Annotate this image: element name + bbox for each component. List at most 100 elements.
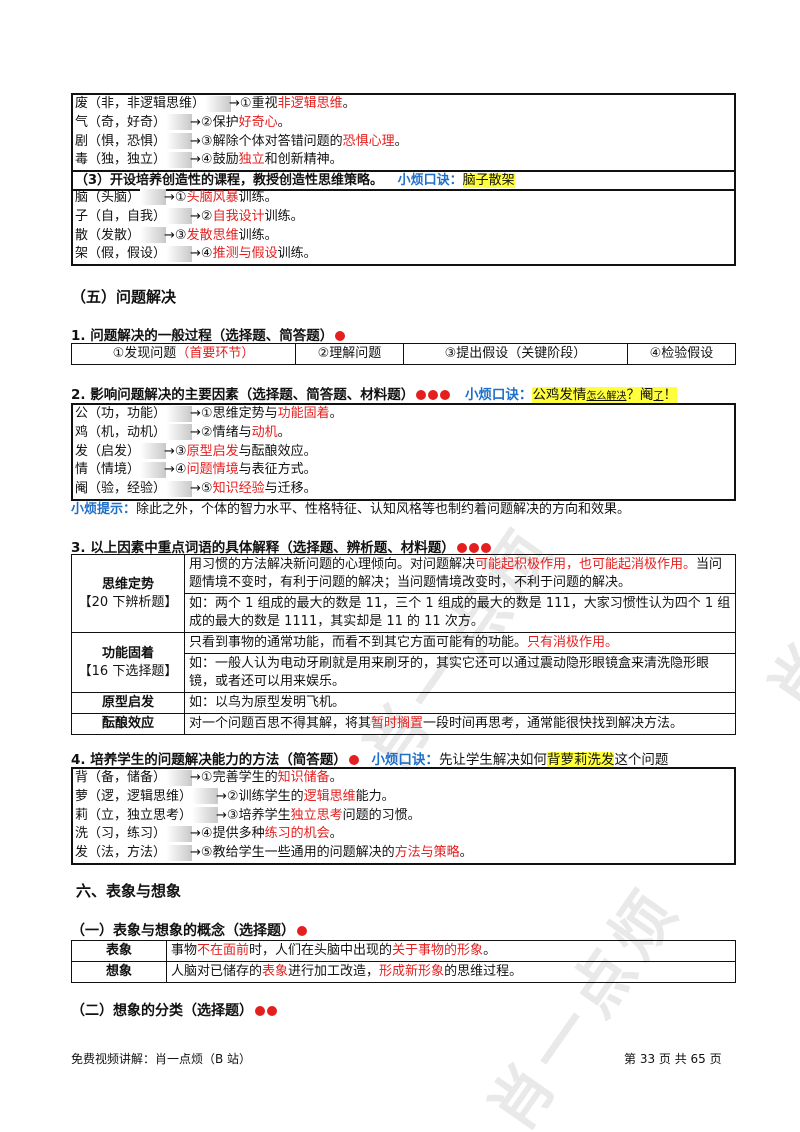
- arrow-shade: [192, 788, 219, 805]
- mnemonic-row: 架（假，假设）→④推测与假设训练。: [73, 245, 734, 264]
- mnemonic-key: 子（自，自我）: [75, 208, 167, 224]
- subsection-title: （二）想象的分类（选择题）: [71, 1000, 277, 1020]
- arrow-shade: [140, 189, 167, 206]
- arrow-icon: →: [190, 845, 201, 861]
- arrow-icon: →: [190, 770, 201, 785]
- arrow-shade: [140, 227, 167, 244]
- mnemonic-key: 洗（习，练习）: [75, 826, 167, 842]
- arrow-shade: [166, 825, 193, 842]
- mnemonic-box-factors: 公（功，功能）→①思维定势与功能固着。鸡（机，动机）→②情绪与动机。发（启发）→…: [71, 403, 736, 501]
- arrow-shade: [166, 769, 193, 786]
- mnemonic-row: 气（奇，好奇）→②保护好奇心。: [73, 114, 734, 133]
- mnemonic-key: 架（假，假设）: [75, 246, 167, 262]
- arrow-shade: [166, 480, 193, 497]
- arrow-icon: →: [190, 481, 201, 497]
- definition-cell: 对一个问题百思不得其解，将其暂时搁置一段时间再思考，通常能很快找到解决方法。: [184, 713, 736, 735]
- term-cell: 表象: [71, 940, 167, 962]
- arrow-shade: [192, 807, 219, 824]
- subsection-title: （一）表象与想象的概念（选择题）: [71, 920, 307, 940]
- page-number: 第 33 页 共 65 页: [624, 1052, 722, 1066]
- importance-dot: [335, 331, 346, 341]
- mnemonic-key: 发（启发）: [75, 443, 141, 459]
- arrow-shade: [166, 844, 193, 861]
- footer-left: 免费视频讲解：肖一点烦（B 站）: [71, 1052, 252, 1066]
- arrow-icon: →: [164, 443, 175, 459]
- definition-cell: 事物不在面前时，人们在头脑中出现的关于事物的形象。: [166, 940, 736, 962]
- mnemonic-key: 散（发散）: [75, 227, 141, 243]
- arrow-shade: [205, 95, 232, 112]
- mnemonic-row: 脑（头脑）→①头脑风暴训练。: [73, 189, 734, 208]
- arrow-shade: [140, 443, 167, 460]
- mnemonic-row: 散（发散）→③发散思维训练。: [73, 227, 734, 246]
- definition-cell: 人脑对已储存的表象进行加工改造，形成新形象的思维过程。: [166, 961, 736, 983]
- arrow-shade: [166, 245, 193, 262]
- process-step-cell: ④检验假设: [626, 343, 737, 365]
- mnemonic-row: 情（情境）→④问题情境与表征方式。: [73, 461, 734, 480]
- subsection-title: 4. 培养学生的问题解决能力的方法（简答题） 小烦口诀：先让学生解决如何背萝莉洗…: [71, 752, 669, 768]
- arrow-icon: →: [190, 152, 201, 168]
- term-cell: 酝酿效应: [71, 713, 185, 735]
- arrow-shade: [166, 133, 193, 150]
- arrow-icon: →: [190, 133, 201, 149]
- arrow-shade: [166, 424, 193, 441]
- box-header: （3）开设培养创造性的课程，教授创造性思维策略。 小烦口诀：脑子散架: [73, 170, 734, 189]
- definition-cell: 只看到事物的通常功能，而看不到其它方面可能有的功能。只有消极作用。: [184, 632, 736, 654]
- mnemonic-row: 毒（独，独立）→④鼓励独立和创新精神。: [73, 151, 734, 170]
- box-header-title: （3）开设培养创造性的课程，教授创造性思维策略。: [75, 173, 384, 189]
- arrow-icon: →: [190, 114, 201, 130]
- mnemonic-row: 阉（验，经验）→⑤知识经验与迁移。: [73, 480, 734, 499]
- watermark: 肖一点烦: [474, 872, 695, 1132]
- definition-cell: 用习惯的方法解决新问题的心理倾向。对问题解决可能起积极作用，也可能起消极作用。当…: [184, 554, 736, 594]
- mnemonic-key: 剧（惧，恐惧）: [75, 133, 167, 149]
- mnemonic-row: 背（备，储备）→①完善学生的知识储备。: [73, 769, 734, 788]
- watermark: 肖一点烦: [754, 452, 800, 724]
- mnemonic-row: 废（非，非逻辑思维）→①重视非逻辑思维。: [73, 95, 734, 114]
- mnemonic-key: 气（奇，好奇）: [75, 114, 167, 130]
- mnemonic-row: 鸡（机，动机）→②情绪与动机。: [73, 424, 734, 443]
- example-cell: 如：一般人认为电动牙刷就是用来刷牙的，其实它还可以通过震动隐形眼镜盒来清洗隐形眼…: [184, 653, 736, 693]
- process-step-cell: ③提出假设（关键阶段）: [402, 343, 628, 365]
- arrow-icon: →: [164, 462, 175, 478]
- section-title: （五）问题解决: [71, 288, 177, 306]
- process-step-cell: ①发现问题（首要环节）: [71, 343, 296, 365]
- mnemonic-key: 鸡（机，动机）: [75, 424, 167, 440]
- mnemonic-key: 脑（头脑）: [75, 189, 141, 205]
- process-step-cell: ②理解问题: [294, 343, 404, 365]
- arrow-shade: [166, 208, 193, 225]
- mnemonic-label: 小烦口诀：: [371, 752, 439, 768]
- subsection-title: 2. 影响问题解决的主要因素（选择题、简答题、材料题） 小烦口诀：公鸡发情怎么解…: [71, 387, 677, 403]
- mnemonic-row: 公（功，功能）→①思维定势与功能固着。: [73, 405, 734, 424]
- arrow-icon: →: [164, 189, 175, 205]
- subsection-title: 3. 以上因素中重点词语的具体解释（选择题、辨析题、材料题）: [71, 536, 491, 556]
- mnemonic-key: 萝（逻，逻辑思维）: [75, 788, 193, 804]
- arrow-icon: →: [229, 96, 240, 111]
- terms-table: 思维定势【20 下辨析题】 用习惯的方法解决新问题的心理倾向。对问题解决可能起积…: [71, 554, 736, 735]
- mnemonic-label: 小烦口诀：: [464, 387, 533, 403]
- subsection-title: 1. 问题解决的一般过程（选择题、简答题）: [71, 324, 346, 344]
- mnemonic-key: 莉（立，独立思考）: [75, 807, 193, 823]
- example-cell: 如：两个 1 组成的最大的数是 11，三个 1 组成的最大的数是 111，大家习…: [184, 593, 736, 633]
- arrow-icon: →: [190, 208, 201, 224]
- mnemonic-row: 发（法，方法）→⑤教给学生一些通用的问题解决的方法与策略。: [73, 844, 734, 863]
- chapter-title: 六、表象与想象: [76, 882, 182, 900]
- mnemonic-row: 发（启发）→③原型启发与酝酿效应。: [73, 443, 734, 462]
- arrow-icon: →: [190, 424, 201, 440]
- arrow-icon: →: [216, 788, 227, 804]
- mnemonic-text: 脑子散架: [462, 173, 515, 189]
- mnemonic-row: 萝（逻，逻辑思维）→②训练学生的逻辑思维能力。: [73, 788, 734, 807]
- arrow-icon: →: [164, 227, 175, 243]
- mnemonic-key: 背（备，储备）: [75, 770, 167, 785]
- mnemonic-key: 废（非，非逻辑思维）: [75, 96, 206, 111]
- mnemonic-key: 发（法，方法）: [75, 845, 167, 861]
- arrow-icon: →: [190, 406, 201, 421]
- mnemonic-row: 洗（习，练习）→④提供多种练习的机会。: [73, 825, 734, 844]
- mnemonic-row: 莉（立，独立思考）→③培养学生独立思考问题的习惯。: [73, 807, 734, 826]
- arrow-shade: [166, 114, 193, 131]
- mnemonic-row: 子（自，自我）→②自我设计训练。: [73, 208, 734, 227]
- mnemonic-key: 阉（验，经验）: [75, 481, 167, 497]
- term-cell: 思维定势【20 下辨析题】: [71, 554, 185, 633]
- example-cell: 如：以鸟为原型发明飞机。: [184, 692, 736, 714]
- term-cell: 原型启发: [71, 692, 185, 714]
